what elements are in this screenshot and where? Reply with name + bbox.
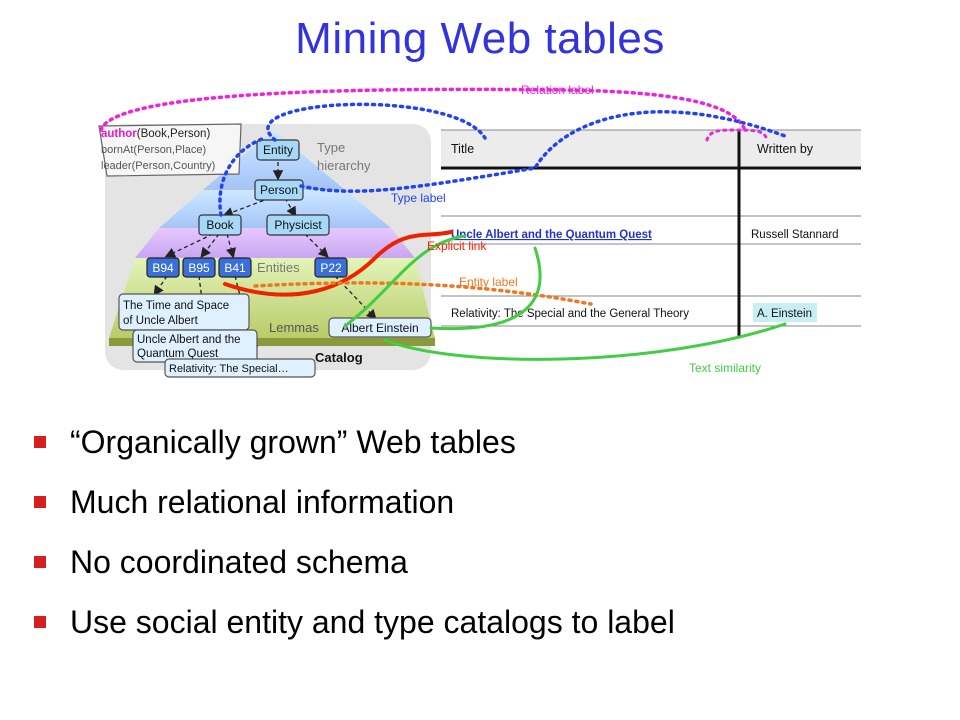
bullet-list: “Organically grown” Web tables Much rela… [34, 412, 675, 652]
relation-author: author [101, 128, 137, 140]
catalog-label: Catalog [315, 350, 363, 365]
svg-text:The Time and Space: The Time and Space [123, 300, 229, 312]
text-similarity-curve-2 [429, 246, 542, 331]
table-header-written-by: Written by [757, 142, 814, 156]
bullet-item: Much relational information [34, 472, 675, 532]
type-label: Type label [391, 191, 446, 205]
bullet-item: Use social entity and type catalogs to l… [34, 592, 675, 652]
text-similarity-curve-1 [343, 234, 467, 328]
svg-text:Book: Book [206, 218, 234, 232]
lemma-time-and-space: The Time and Space of Uncle Albert [118, 293, 250, 331]
table-header-row [441, 130, 861, 166]
bullet-item: “Organically grown” Web tables [34, 412, 675, 472]
bullet-text: Use social entity and type catalogs to l… [70, 603, 675, 640]
type-hierarchy-label-1: Type [317, 140, 345, 155]
bullet-text: No coordinated schema [70, 543, 408, 580]
relation-bracket [705, 128, 769, 142]
relation-author-args: (Book,Person) [137, 128, 211, 140]
entity-node-b94: B94 [146, 257, 180, 278]
table-header-title: Title [451, 142, 474, 156]
svg-text:B94: B94 [152, 261, 174, 275]
svg-text:Quantum Quest: Quantum Quest [137, 348, 219, 360]
lemma-uncle-albert: Uncle Albert and the Quantum Quest [132, 329, 258, 363]
svg-text:P22: P22 [320, 261, 342, 275]
author-highlight [753, 303, 817, 322]
svg-text:Relativity: The Special…: Relativity: The Special… [169, 363, 289, 375]
table-cell-title-2: Relativity: The Special and the General … [451, 308, 689, 320]
lemma-albert-einstein: Albert Einstein [328, 317, 432, 338]
type-hierarchy-label-2: hierarchy [317, 158, 371, 173]
bullet-marker-icon [34, 496, 46, 508]
svg-text:Albert Einstein: Albert Einstein [341, 321, 418, 335]
bullet-marker-icon [34, 616, 46, 628]
annotation-curves [99, 87, 787, 361]
slide-title: Mining Web tables [295, 14, 665, 63]
type-label-curve-2 [299, 110, 787, 193]
relations-scroll: author(Book,Person) bornAt(Person,Place)… [98, 123, 242, 177]
svg-text:author(Book,Person): author(Book,Person) [101, 128, 210, 140]
table-cell-title-link[interactable]: Uncle Albert and the Quantum Quest [451, 229, 652, 241]
explicit-link-label: Explicit link [427, 239, 487, 253]
svg-text:B41: B41 [224, 261, 246, 275]
bullet-marker-icon [34, 556, 46, 568]
bullet-marker-icon [34, 436, 46, 448]
explicit-link-curve [223, 230, 453, 297]
entity-label: Entity label [459, 275, 518, 289]
type-node-person: Person [254, 179, 304, 201]
svg-text:Uncle Albert and the: Uncle Albert and the [137, 334, 241, 346]
entity-label-curve [253, 281, 593, 306]
relation-bornat: bornAt(Person,Place) [101, 144, 206, 156]
lemmas-label: Lemmas [269, 320, 319, 335]
type-node-book: Book [198, 214, 242, 236]
type-label-curve-3 [218, 136, 267, 217]
relation-label: Relation label [521, 83, 594, 97]
svg-text:Physicist: Physicist [274, 218, 322, 232]
entity-node-b41: B41 [218, 257, 252, 278]
relation-label-curve [99, 87, 747, 132]
svg-text:Entity: Entity [263, 143, 293, 157]
type-label-curve [266, 102, 487, 142]
entities-label: Entities [257, 260, 300, 275]
lemma-relativity: Relativity: The Special… [164, 358, 316, 378]
text-similarity-curve-3 [383, 322, 787, 361]
entity-node-p22: P22 [314, 257, 348, 278]
table-cell-author-2: A. Einstein [757, 308, 812, 320]
bullet-text: “Organically grown” Web tables [70, 423, 516, 460]
type-node-physicist: Physicist [266, 214, 330, 236]
svg-text:of Uncle Albert: of Uncle Albert [123, 315, 199, 327]
text-similarity-label: Text similarity [689, 361, 761, 375]
svg-text:Person: Person [260, 183, 298, 197]
svg-text:B95: B95 [188, 261, 210, 275]
web-table: Title Written by Uncle Albert and the Qu… [441, 129, 861, 338]
type-node-entity: Entity [256, 139, 300, 161]
table-cell-author-1: Russell Stannard [751, 229, 839, 241]
bullet-item: No coordinated schema [34, 532, 675, 592]
relation-leader: leader(Person,Country) [101, 160, 215, 172]
entity-node-b95: B95 [182, 257, 216, 278]
bullet-text: Much relational information [70, 483, 455, 520]
web-table-annotation-diagram: author(Book,Person) bornAt(Person,Place)… [95, 78, 863, 380]
